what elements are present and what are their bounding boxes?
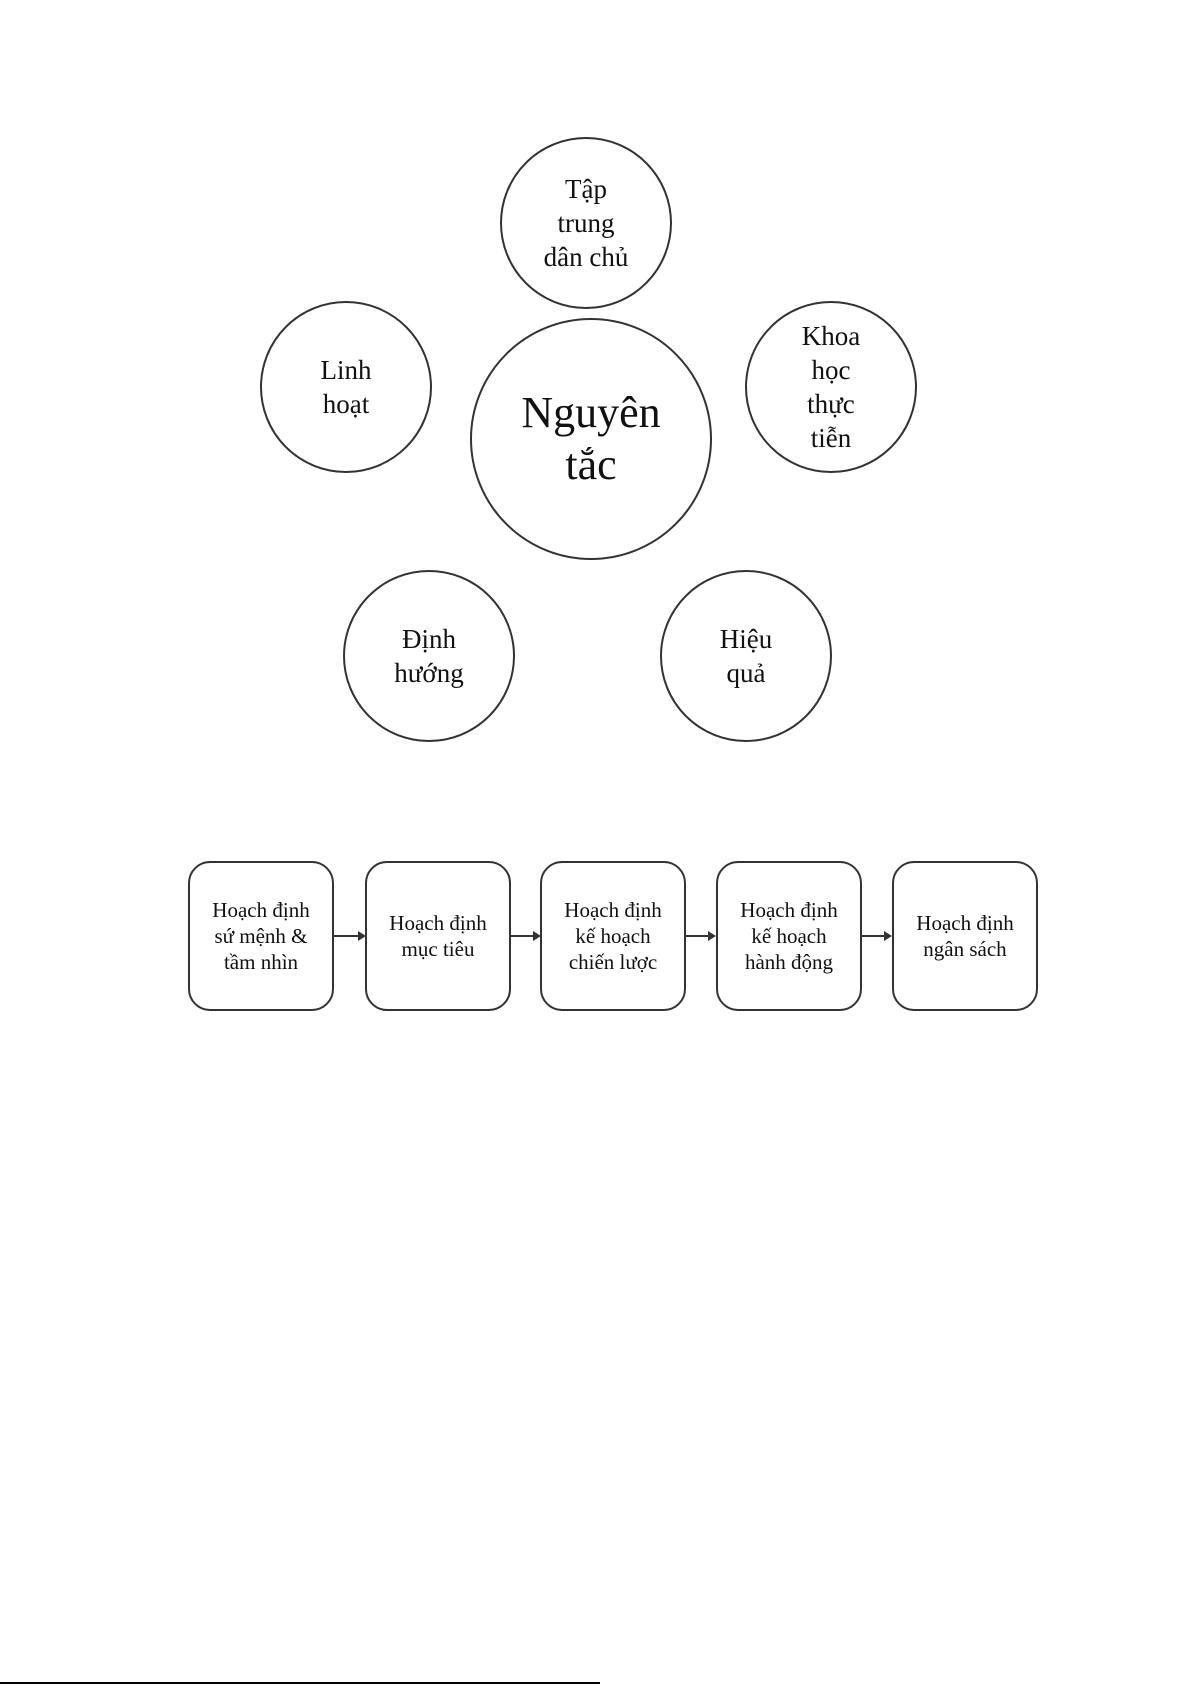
- step-label: Hoạch định kế hoạch chiến lược: [564, 898, 662, 974]
- node-dinh-huong: Định hướng: [343, 570, 515, 742]
- node-khoa-hoc-thuc-tien: Khoa học thực tiễn: [745, 301, 917, 473]
- step-box: Hoạch định ngân sách: [892, 861, 1038, 1011]
- step-label: Hoạch định sứ mệnh & tầm nhìn: [212, 898, 310, 974]
- step-box: Hoạch định mục tiêu: [365, 861, 511, 1011]
- node-label: Hiệu quả: [719, 624, 773, 688]
- node-label: Khoa học thực tiễn: [801, 321, 861, 453]
- step-label: Hoạch định mục tiêu: [389, 911, 487, 961]
- node-tap-trung-dan-chu: Tập trung dân chủ: [500, 137, 672, 309]
- step-box: Hoạch định sứ mệnh & tầm nhìn: [188, 861, 334, 1011]
- node-label: Tập trung dân chủ: [543, 174, 629, 272]
- arrow-icon: [511, 931, 541, 941]
- arrow-icon: [686, 931, 716, 941]
- step-box: Hoạch định kế hoạch hành động: [716, 861, 862, 1011]
- arrow-icon: [334, 931, 366, 941]
- node-hieu-qua: Hiệu quả: [660, 570, 832, 742]
- step-label: Hoạch định kế hoạch hành động: [740, 898, 838, 974]
- node-label: Linh hoạt: [320, 355, 372, 419]
- page-bottom-rule: [0, 1682, 600, 1684]
- node-linh-hoat: Linh hoạt: [260, 301, 432, 473]
- arrow-icon: [862, 931, 892, 941]
- center-circle: Nguyên tắc: [470, 318, 712, 560]
- center-label: Nguyên tắc: [521, 388, 661, 489]
- step-box: Hoạch định kế hoạch chiến lược: [540, 861, 686, 1011]
- step-label: Hoạch định ngân sách: [916, 911, 1014, 961]
- node-label: Định hướng: [394, 624, 464, 688]
